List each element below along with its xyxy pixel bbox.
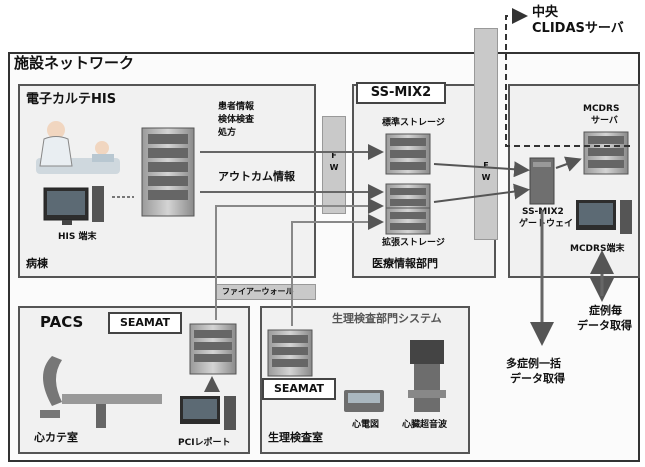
mcdrs-terminal [576, 200, 632, 234]
per-case-line2: データ取得 [577, 319, 632, 332]
ssmix2-badge: SS-MIX2 [356, 82, 446, 104]
medical-info-dept-label: 医療情報部門 [372, 257, 438, 270]
flow-top-line3: 処方 [218, 128, 237, 138]
standard-storage-label: 標準ストレージ [382, 118, 445, 128]
central-server-line1: 中央 [532, 5, 559, 20]
ward-label: 病棟 [26, 257, 48, 270]
echo-label: 心臓超音波 [402, 420, 448, 430]
his-ward-box [18, 84, 316, 278]
pacs-server [189, 323, 237, 375]
pci-report-label: PCIレポート [178, 438, 231, 448]
pacs-room-label: 心カテ室 [34, 431, 78, 444]
doctor-patient-illustration [36, 121, 120, 174]
firewall-horizontal-label: ファイアーウォール [222, 287, 294, 296]
flow-top-line1: 患者情報 [218, 102, 255, 112]
firewall-right-label: F W [481, 161, 491, 182]
bulk-line1: 多症例一括 [506, 357, 561, 370]
per-case-line1: 症例毎 [589, 304, 622, 317]
extended-storage-server-1 [385, 183, 431, 211]
gateway-line2: ゲートウェイ [519, 219, 574, 229]
extended-storage-server-2 [385, 207, 431, 235]
gateway-server [529, 157, 555, 205]
pci-report-terminal [180, 396, 236, 430]
mcdrs-server-line2: サーバ [591, 116, 618, 126]
his-title: 電子カルテHIS [26, 92, 117, 107]
physio-seamat-badge: SEAMAT [262, 378, 336, 400]
flow-outcome-label: アウトカム情報 [218, 170, 295, 183]
flow-top-line2: 検体検査 [218, 115, 255, 125]
physio-server [267, 329, 313, 377]
ecg-label: 心電図 [352, 420, 380, 430]
firewall-left [322, 116, 346, 214]
pacs-seamat-badge: SEAMAT [108, 312, 182, 334]
firewall-right [474, 28, 498, 240]
extended-storage-label: 拡張ストレージ [382, 238, 445, 248]
central-server-line2: CLIDASサーバ [532, 21, 624, 36]
echo-device [408, 340, 446, 412]
physio-room-label: 生理検査室 [268, 431, 323, 444]
mcdrs-server [583, 131, 629, 175]
standard-storage-server [385, 133, 431, 175]
cath-lab-equipment [40, 356, 162, 428]
mcdrs-terminal-label: MCDRS端末 [570, 244, 625, 254]
his-terminal-label: HIS 端末 [58, 232, 97, 242]
pacs-title: PACS [40, 313, 84, 331]
physio-system-title: 生理検査部門システム [332, 312, 442, 325]
firewall-left-label: F W [329, 151, 339, 172]
mcdrs-server-line1: MCDRS [583, 104, 620, 114]
his-server [141, 127, 195, 217]
facility-network-title: 施設ネットワーク [14, 54, 135, 72]
ecg-device [344, 390, 384, 412]
his-terminal [43, 186, 104, 225]
bulk-line2: データ取得 [510, 372, 565, 385]
